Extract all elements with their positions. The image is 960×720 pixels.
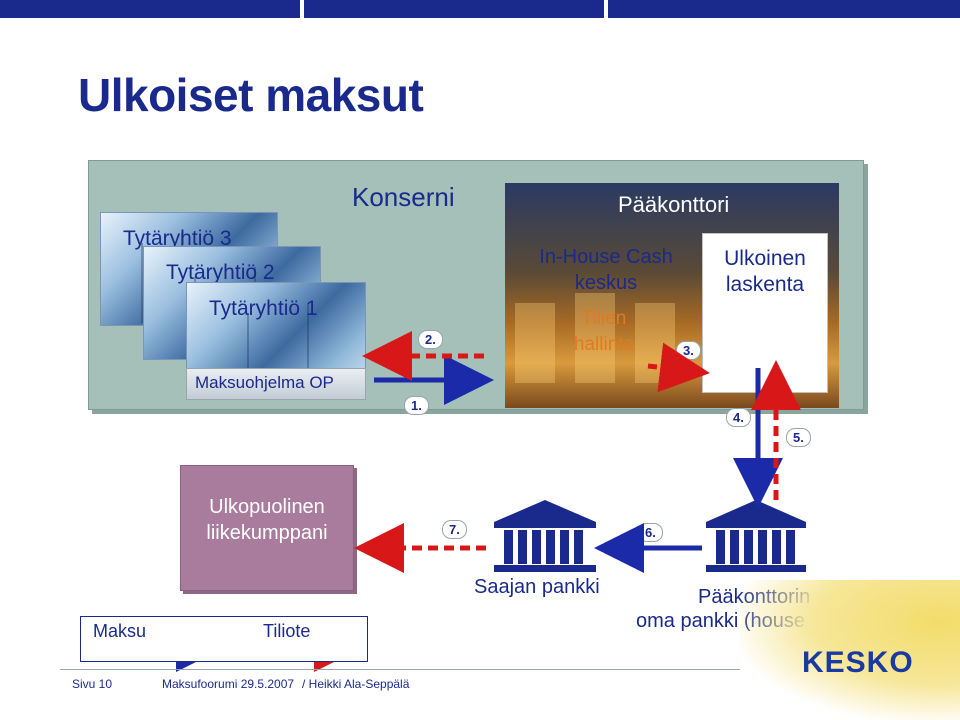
house-bank-icon <box>706 500 806 572</box>
page-title: Ulkoiset maksut <box>78 69 424 121</box>
external-partner-label: Ulkopuolinen liikekumppani <box>206 496 328 544</box>
step-7: 7. <box>442 520 467 539</box>
headquarters-label: Pääkonttori <box>618 192 730 217</box>
account-management-label: Tilien hallinta <box>573 308 635 355</box>
step-2: 2. <box>418 330 443 349</box>
recipient-bank-label: Saajan pankki <box>474 576 600 598</box>
legend-statement-label: Tiliote <box>263 621 311 641</box>
arrow-step-3 <box>647 342 710 393</box>
external-partner-box: Ulkopuolinen liikekumppani <box>180 465 354 591</box>
footer-author: / Heikki Ala-Seppälä <box>302 677 410 691</box>
subsidiary-label-2: Tytäryhtiö 2 <box>166 261 275 284</box>
footer-page: Sivu 10 <box>72 677 113 691</box>
legend-payment-label: Maksu <box>93 621 147 641</box>
step-1: 1. <box>404 396 429 415</box>
top-bar <box>0 0 960 18</box>
payment-program-label: Maksuohjelma OP <box>195 373 334 392</box>
in-house-cash-label: In-House Cash keskus <box>539 246 673 294</box>
step-5: 5. <box>786 428 811 447</box>
payment-program-bar: Maksuohjelma OP <box>186 368 366 400</box>
step-4: 4. <box>726 408 751 427</box>
konserni-label: Konserni <box>352 182 455 212</box>
external-accounting-label: Ulkoinen laskenta <box>724 247 806 296</box>
subsidiary-label-1: Tytäryhtiö 1 <box>209 297 318 320</box>
subsidiary-label-3: Tytäryhtiö 3 <box>123 227 232 250</box>
legend: Maksu Tiliote <box>80 616 368 662</box>
footer-divider <box>60 669 740 670</box>
footer-event: Maksufoorumi 29.5.2007 <box>162 677 295 691</box>
recipient-bank-icon <box>494 500 596 572</box>
kesko-logo: KESKO <box>802 646 914 679</box>
decorative-swoosh <box>740 580 960 720</box>
